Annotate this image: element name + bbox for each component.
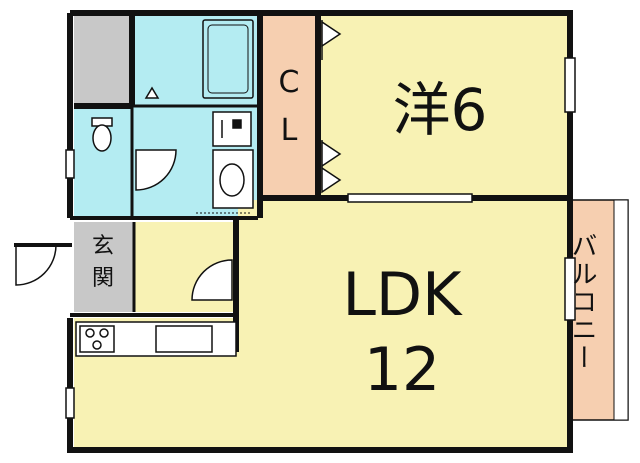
ldk-label: LDK — [343, 260, 464, 330]
entrance-label-bottom: 関 — [92, 266, 114, 291]
ldk-size-label: 12 — [364, 335, 440, 405]
closet-label-c: C — [279, 65, 300, 100]
entrance-label-top: 玄 — [92, 234, 114, 259]
entrance-door-opening — [14, 243, 72, 247]
kitchen-counter — [75, 321, 237, 357]
closet-label-l: L — [281, 113, 298, 148]
door-swings — [15, 86, 233, 301]
entrance — [74, 222, 134, 312]
bathtub-inner — [207, 24, 249, 94]
closet — [260, 16, 318, 196]
western-room-label: 洋6 — [393, 76, 488, 144]
wash-basin-icon — [212, 111, 254, 209]
storage-area — [74, 16, 132, 106]
toilet-icon — [91, 117, 113, 152]
windows — [65, 57, 576, 419]
balcony-label: バルコニー — [567, 232, 597, 372]
bathtub-icon — [202, 19, 254, 99]
balcony-rail — [613, 199, 629, 421]
closet-door-icon — [321, 20, 342, 194]
western-room — [318, 16, 568, 196]
ldk-room — [238, 200, 568, 448]
